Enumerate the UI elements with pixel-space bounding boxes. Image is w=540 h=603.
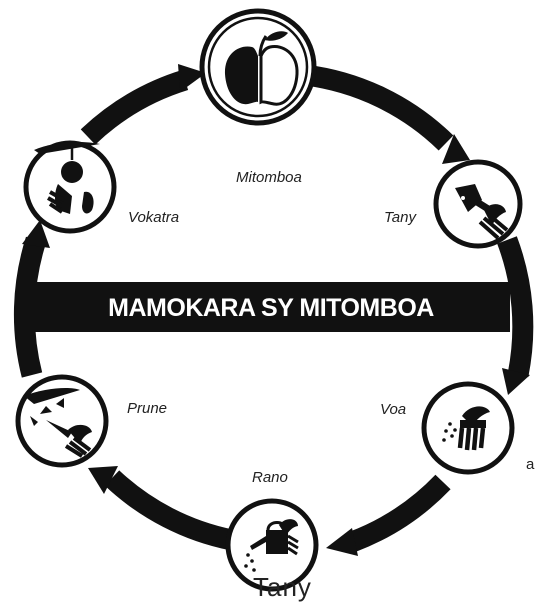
cycle-ring xyxy=(13,64,534,556)
stage-label-rano: Rano xyxy=(252,469,288,486)
arrow-tany-to-voa xyxy=(497,236,534,378)
arrowhead-tany-icon xyxy=(442,134,470,164)
apple-icon xyxy=(224,31,299,106)
title-banner: MAMOKARA SY MITOMBOA xyxy=(32,282,510,332)
arrow-vokatra-to-mitomboa xyxy=(80,69,189,145)
stage-mitomboa xyxy=(199,8,317,126)
trowel-hand-icon xyxy=(455,184,509,240)
hand-sowing-seeds-icon xyxy=(442,406,490,451)
stage-prune xyxy=(15,374,109,468)
stage-label-vokatra: Vokatra xyxy=(128,209,179,226)
arrowhead-vokatra-icon xyxy=(22,220,50,248)
hand-picking-fruit-icon xyxy=(34,142,100,214)
arrowhead-mitomboa-icon xyxy=(178,64,206,92)
watering-can-icon xyxy=(244,519,299,572)
diagram-title: MAMOKARA SY MITOMBOA xyxy=(108,294,434,322)
stage-rano xyxy=(225,498,319,592)
arrow-prune-to-vokatra xyxy=(13,236,47,378)
stage-label-tany: Tany xyxy=(384,209,417,226)
stage-vokatra xyxy=(23,140,117,234)
stage-label-voa: Voa xyxy=(380,401,406,418)
pruning-shears-icon xyxy=(24,388,92,458)
arrow-mitomboa-to-tany xyxy=(303,64,454,151)
stage-label-prune: Prune xyxy=(127,400,167,417)
arrowhead-voa-icon xyxy=(502,368,530,395)
stray-text-fragment-tany: Tany xyxy=(253,572,312,602)
stage-tany xyxy=(433,159,523,249)
arrowhead-prune-icon xyxy=(88,466,118,494)
arrow-voa-to-rano xyxy=(348,474,451,552)
stray-text-fragment-a: a xyxy=(526,456,535,473)
stage-label-mitomboa: Mitomboa xyxy=(236,169,302,186)
arrow-rano-to-prune xyxy=(104,470,235,551)
stage-voa xyxy=(421,381,515,475)
arrowhead-rano-icon xyxy=(326,528,358,556)
